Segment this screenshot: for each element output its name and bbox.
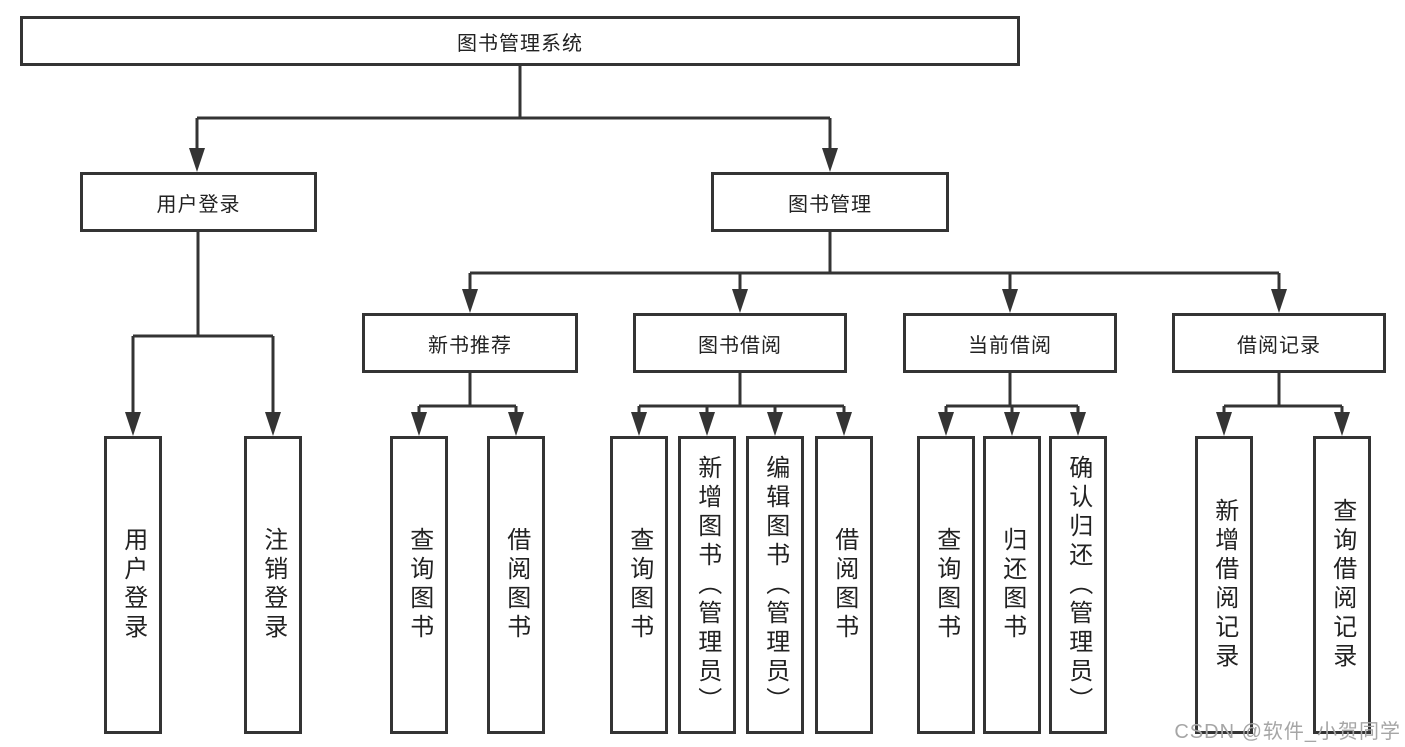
leaf-borrow-books-borrow-label: 借阅图书 <box>830 527 858 643</box>
leaf-user-login-label: 用户登录 <box>119 527 147 643</box>
leaf-logout-label: 注销登录 <box>259 527 287 643</box>
leaf-query-books-recommend: 查询图书 <box>390 436 448 734</box>
node-root-library-system: 图书管理系统 <box>20 16 1020 66</box>
leaf-borrow-books-recommend-label: 借阅图书 <box>502 527 530 643</box>
node-book-borrow: 图书借阅 <box>633 313 847 373</box>
leaf-add-borrow-record: 新增借阅记录 <box>1195 436 1253 734</box>
leaf-user-login: 用户登录 <box>104 436 162 734</box>
node-book-management: 图书管理 <box>711 172 949 232</box>
watermark: CSDN @软件_小贺同学 <box>1174 721 1401 743</box>
node-user-login: 用户登录 <box>80 172 317 232</box>
leaf-query-books-borrow: 查询图书 <box>610 436 668 734</box>
leaf-query-books-borrow-label: 查询图书 <box>625 527 653 643</box>
node-borrow-records: 借阅记录 <box>1172 313 1386 373</box>
leaf-query-borrow-record: 查询借阅记录 <box>1313 436 1371 734</box>
leaf-borrow-books-recommend: 借阅图书 <box>487 436 545 734</box>
leaf-edit-book-admin: 编辑图书（管理员） <box>746 436 804 734</box>
leaf-edit-book-admin-label: 编辑图书（管理员） <box>761 454 789 716</box>
leaf-add-book-admin: 新增图书（管理员） <box>678 436 736 734</box>
leaf-query-books-recommend-label: 查询图书 <box>405 527 433 643</box>
leaf-return-books: 归还图书 <box>983 436 1041 734</box>
leaf-add-borrow-record-label: 新增借阅记录 <box>1210 498 1238 672</box>
leaf-return-books-label: 归还图书 <box>998 527 1026 643</box>
leaf-borrow-books-borrow: 借阅图书 <box>815 436 873 734</box>
node-current-borrow: 当前借阅 <box>903 313 1117 373</box>
leaf-query-books-current-label: 查询图书 <box>932 527 960 643</box>
leaf-confirm-return-admin-label: 确认归还（管理员） <box>1064 454 1092 716</box>
leaf-logout: 注销登录 <box>244 436 302 734</box>
node-new-book-recommend: 新书推荐 <box>362 313 578 373</box>
leaf-confirm-return-admin: 确认归还（管理员） <box>1049 436 1107 734</box>
leaf-add-book-admin-label: 新增图书（管理员） <box>693 454 721 716</box>
leaf-query-borrow-record-label: 查询借阅记录 <box>1328 498 1356 672</box>
leaf-query-books-current: 查询图书 <box>917 436 975 734</box>
